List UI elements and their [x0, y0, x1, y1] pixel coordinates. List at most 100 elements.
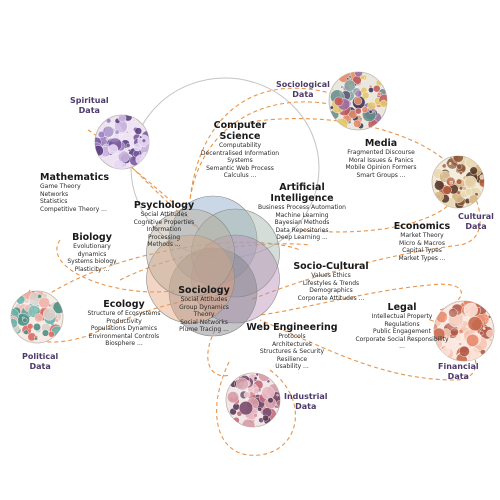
field-title: Ecology [103, 299, 145, 310]
connector-cultural [249, 164, 481, 301]
cultural-data-bubble [431, 155, 485, 209]
field-item: Group Dynamics [179, 303, 229, 311]
field-item: Populations Dynamics [90, 325, 158, 333]
connector-industrial-2 [207, 329, 231, 377]
field-item: Market Types ... [398, 254, 446, 262]
field-item: Semantic Web Process [206, 164, 274, 172]
connector-sociological [189, 87, 341, 201]
industrial-data-label: Industrial Data [284, 392, 328, 411]
field-item: Environmental Controls [88, 332, 160, 340]
field-item: ... [399, 343, 405, 351]
field-item: Protocols [278, 333, 306, 340]
field-item: Corporate Social Responsibility [355, 335, 449, 343]
venn-core [146, 195, 280, 337]
field-item: Systems [227, 157, 253, 165]
field-item: Regulations [384, 320, 420, 328]
venn-circle [191, 234, 280, 324]
venn-circle [146, 208, 235, 298]
connector-financial-2 [259, 283, 462, 316]
field-item: Social Networks [180, 318, 228, 326]
field-item: Corporate Attitudes ... [297, 294, 365, 302]
political-data-label: Political Data [22, 352, 59, 371]
field-item: Plume Tracing ... [179, 326, 229, 334]
field-item: Market Theory [400, 232, 444, 239]
field-item: Game Theory [40, 183, 81, 190]
field-item: Structure of Ecosystems [87, 310, 161, 317]
field-item: Productivity [106, 317, 142, 325]
field-item: Smart Groups ... [356, 171, 406, 179]
field-title: Artificial Intelligence [270, 182, 334, 204]
connector-biology [56, 239, 181, 293]
venn-circle [168, 195, 258, 285]
field-item: Biosphere ... [105, 340, 143, 348]
field-item: Machine Learning [275, 211, 329, 219]
venn-circle [191, 208, 280, 298]
financial-data-label: Financial Data [438, 362, 479, 381]
field-item: Data Repositories [275, 226, 329, 234]
field-item: Capital Types [402, 247, 442, 255]
field-item: Systems biology [67, 258, 117, 266]
field-item: Decentralised Information [200, 149, 280, 157]
field-item: Deep Learning ... [276, 234, 328, 242]
connector-industrial [216, 359, 296, 456]
field-item: Structures & Security [259, 348, 325, 356]
field-item: Social Attitudes [180, 296, 228, 303]
field-item: Usability ... [275, 363, 309, 371]
field-title: Legal [387, 302, 417, 313]
spiritual-data-label: Spiritual Data [70, 96, 109, 115]
field-title: Mathematics [40, 172, 110, 183]
field-item: Values Ethics [311, 272, 351, 279]
field-item: Social Attitudes [140, 211, 188, 218]
field-item: Networks [40, 190, 69, 198]
field-item: Moral Issues & Panics [348, 156, 414, 164]
field-item: Plasticity ... [74, 265, 110, 273]
field-title: Socio-Cultural [293, 261, 369, 272]
field-item: Architectures [272, 340, 312, 348]
field-item: Competitive Theory ... [40, 205, 107, 213]
field-item: Cognitive Properties [133, 218, 195, 226]
field-item: Information [146, 226, 182, 234]
field-item: Theory [193, 311, 215, 319]
field-item: Intellectual Property [371, 313, 433, 320]
connector-political [19, 289, 221, 343]
field-item: Lifestyles & Trends [302, 279, 360, 287]
political-data-bubble [10, 290, 64, 344]
field-item: Fragmented Discourse [347, 149, 415, 156]
field-item: Demographics [309, 287, 353, 295]
field-artificial-intelligence: Artificial Intelligence Business Process… [252, 182, 352, 242]
field-item: dynamics [77, 250, 107, 258]
field-title: Web Engineering [246, 322, 338, 333]
venn-circle [146, 234, 235, 324]
field-item: Micro & Macros [399, 239, 445, 247]
data-bubbles [10, 71, 495, 428]
sociological-data-label: Sociological Data [276, 80, 330, 99]
field-item: Bayesian Methods [274, 219, 330, 227]
field-item: Methods ... [147, 241, 181, 249]
field-item: Business Process Automation [258, 204, 346, 211]
outer-ring [130, 77, 320, 259]
sociological-data-bubble [328, 71, 388, 131]
field-title: Sociology [178, 285, 230, 296]
field-item: Evolutionary [73, 243, 111, 250]
industrial-data-bubble [225, 372, 281, 428]
field-title: Economics [393, 221, 451, 232]
field-item: Calculus ... [223, 172, 257, 180]
field-item: Mobile Opinion Formers [345, 164, 417, 172]
spiritual-data-bubble [94, 114, 150, 170]
field-title: Media [364, 138, 398, 149]
field-item: Resilience [276, 355, 308, 363]
venn-circle [168, 247, 258, 337]
